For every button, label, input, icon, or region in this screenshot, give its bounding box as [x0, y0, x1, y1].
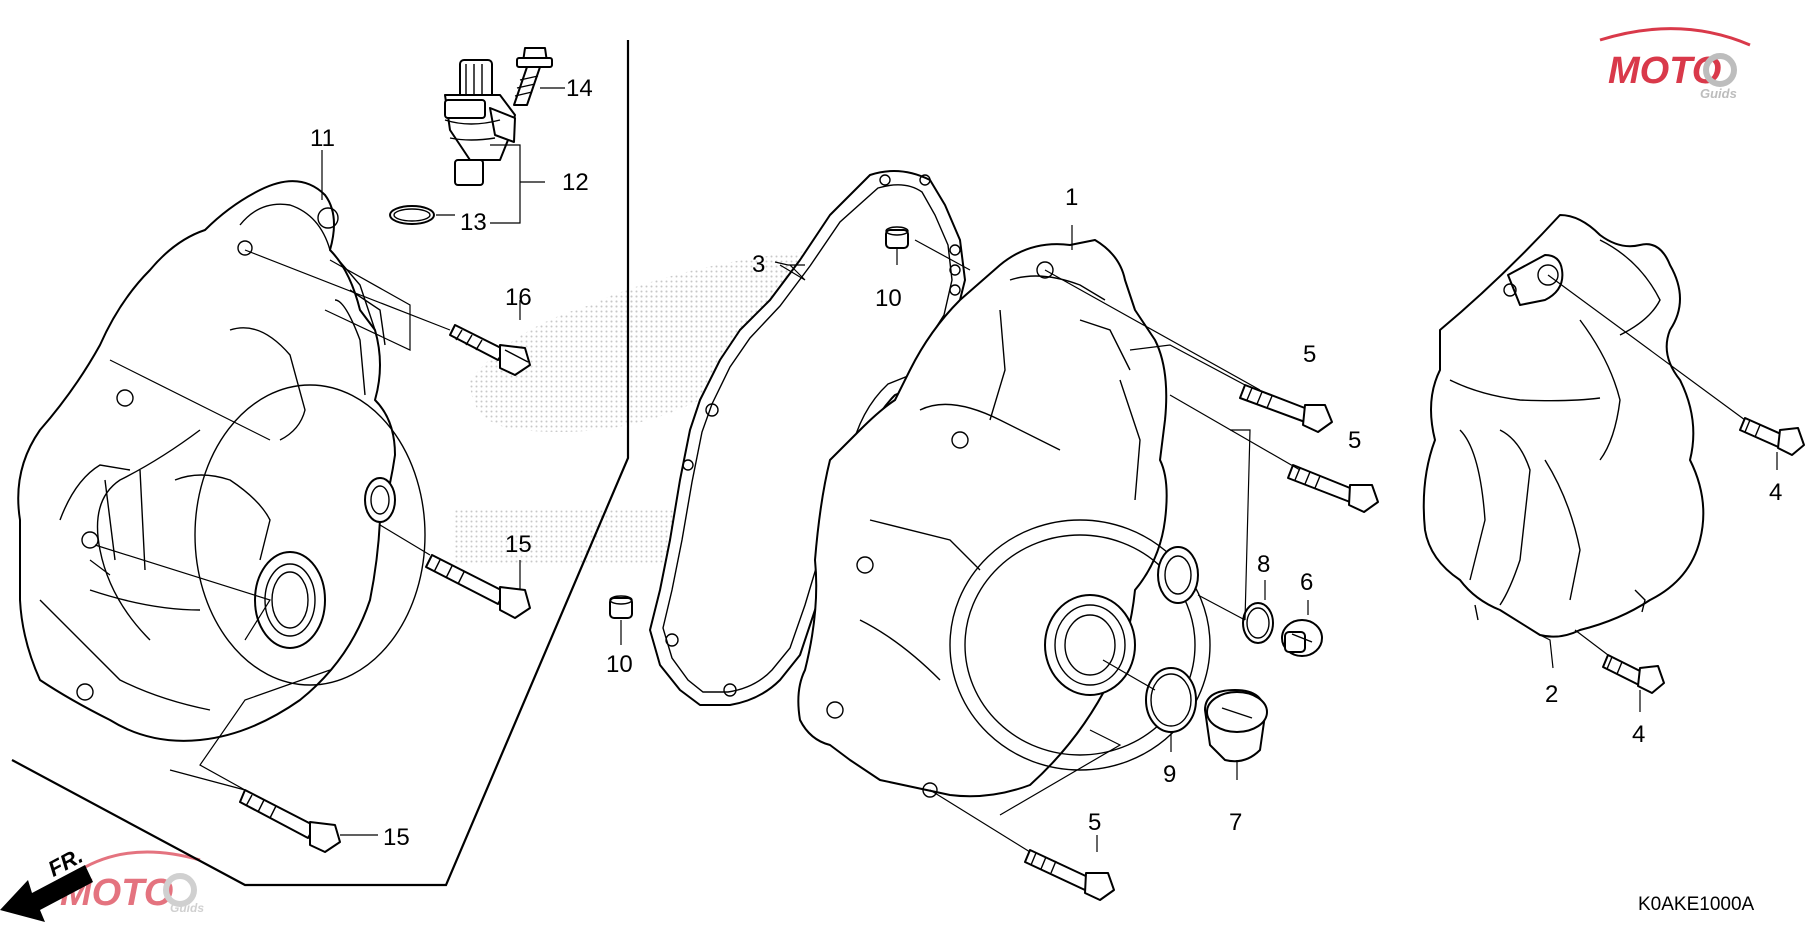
part-8-o-ring — [1242, 602, 1274, 644]
callout-4-lower: 4 — [1632, 721, 1645, 748]
callout-2: 2 — [1545, 681, 1558, 708]
part-5-bolt-middle — [1287, 464, 1379, 513]
watermark-brand: MOTO — [1608, 50, 1721, 92]
part-10-dowel-pin-upper — [885, 226, 909, 249]
part-2-sprocket-cover — [1422, 214, 1705, 638]
callout-13: 13 — [460, 209, 487, 236]
callout-15-upper: 15 — [505, 531, 532, 558]
leaders-center — [620, 225, 1309, 853]
assembly-frame — [11, 40, 630, 887]
leaders-right — [1539, 274, 1778, 712]
part-5-bolt-lower — [1024, 849, 1115, 901]
callout-5-upper: 5 — [1303, 341, 1316, 368]
watermark-top-right: MOTO Guids — [1599, 27, 1751, 101]
part-14-bolt — [513, 47, 553, 106]
part-15-bolt-lower — [239, 789, 341, 853]
part-4-bolt-upper — [1739, 417, 1805, 456]
part-11-left-crankcase-cover — [17, 180, 426, 742]
callout-6: 6 — [1300, 569, 1313, 596]
part-13-o-ring — [389, 205, 435, 225]
callout-3: 3 — [752, 251, 765, 278]
callout-labels: 11 14 12 13 16 15 15 3 10 10 1 5 5 5 8 6… — [310, 75, 1782, 851]
part-15-bolt-upper — [425, 554, 531, 619]
leaders-left — [89, 87, 565, 836]
part-9-o-ring — [1145, 667, 1197, 733]
callout-16: 16 — [505, 284, 532, 311]
part-12-speed-sensor — [444, 59, 516, 186]
part-4-bolt-lower — [1602, 654, 1665, 694]
part-10-dowel-pin-lower — [609, 595, 633, 619]
gear-icon — [163, 873, 197, 907]
gear-icon — [1703, 53, 1737, 87]
callout-5-middle: 5 — [1348, 427, 1361, 454]
part-6-cap — [1281, 619, 1323, 657]
watermark-sub: Guids — [1700, 86, 1737, 101]
callout-11: 11 — [310, 125, 335, 152]
callout-4-upper: 4 — [1769, 479, 1782, 506]
callout-8: 8 — [1257, 551, 1270, 578]
callout-14: 14 — [566, 75, 593, 102]
part-1-left-crankcase-cover — [797, 239, 1211, 798]
watermark-bl-sub: Guids — [170, 901, 204, 915]
callout-10-upper: 10 — [875, 285, 902, 312]
callout-5-lower: 5 — [1088, 809, 1101, 836]
callout-1: 1 — [1065, 184, 1078, 211]
callout-9: 9 — [1163, 761, 1176, 788]
part-7-cap — [1204, 689, 1268, 763]
callout-12: 12 — [562, 169, 589, 196]
callout-10-lower: 10 — [606, 651, 633, 678]
part-16-bolt — [449, 324, 531, 376]
callout-15-lower: 15 — [383, 824, 410, 851]
part-5-bolt-upper — [1239, 384, 1333, 433]
callout-7: 7 — [1229, 809, 1242, 836]
reference-code: K0AKE1000A — [1638, 894, 1755, 915]
